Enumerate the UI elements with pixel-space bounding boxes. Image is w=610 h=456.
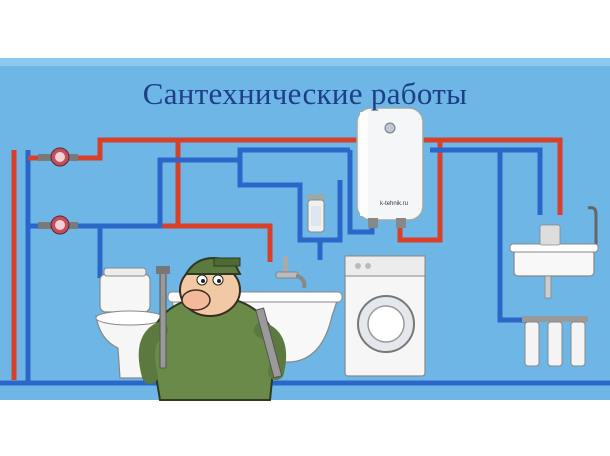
water-meter-icon — [38, 147, 78, 167]
hot-pipe-right — [397, 137, 443, 243]
cold-pipe-main — [28, 147, 350, 229]
water-heater-icon — [356, 107, 424, 228]
water-meter-icon — [38, 215, 78, 235]
cold-pipe-filter — [237, 150, 343, 243]
sink-icon — [509, 243, 599, 299]
water-filter-icon — [307, 194, 325, 233]
faucet-icon — [539, 206, 598, 246]
page-title: Сантехнические работы — [142, 76, 468, 111]
triple-filter-icon — [522, 316, 588, 367]
hot-pipe-right-sink — [440, 137, 563, 215]
heater-brand-label: k-tehnik.ru — [379, 201, 408, 207]
plumber-cartoon — [138, 257, 287, 401]
cold-pipe-right — [430, 147, 543, 323]
faucet-icon — [275, 256, 307, 289]
washing-machine-icon — [344, 255, 426, 377]
